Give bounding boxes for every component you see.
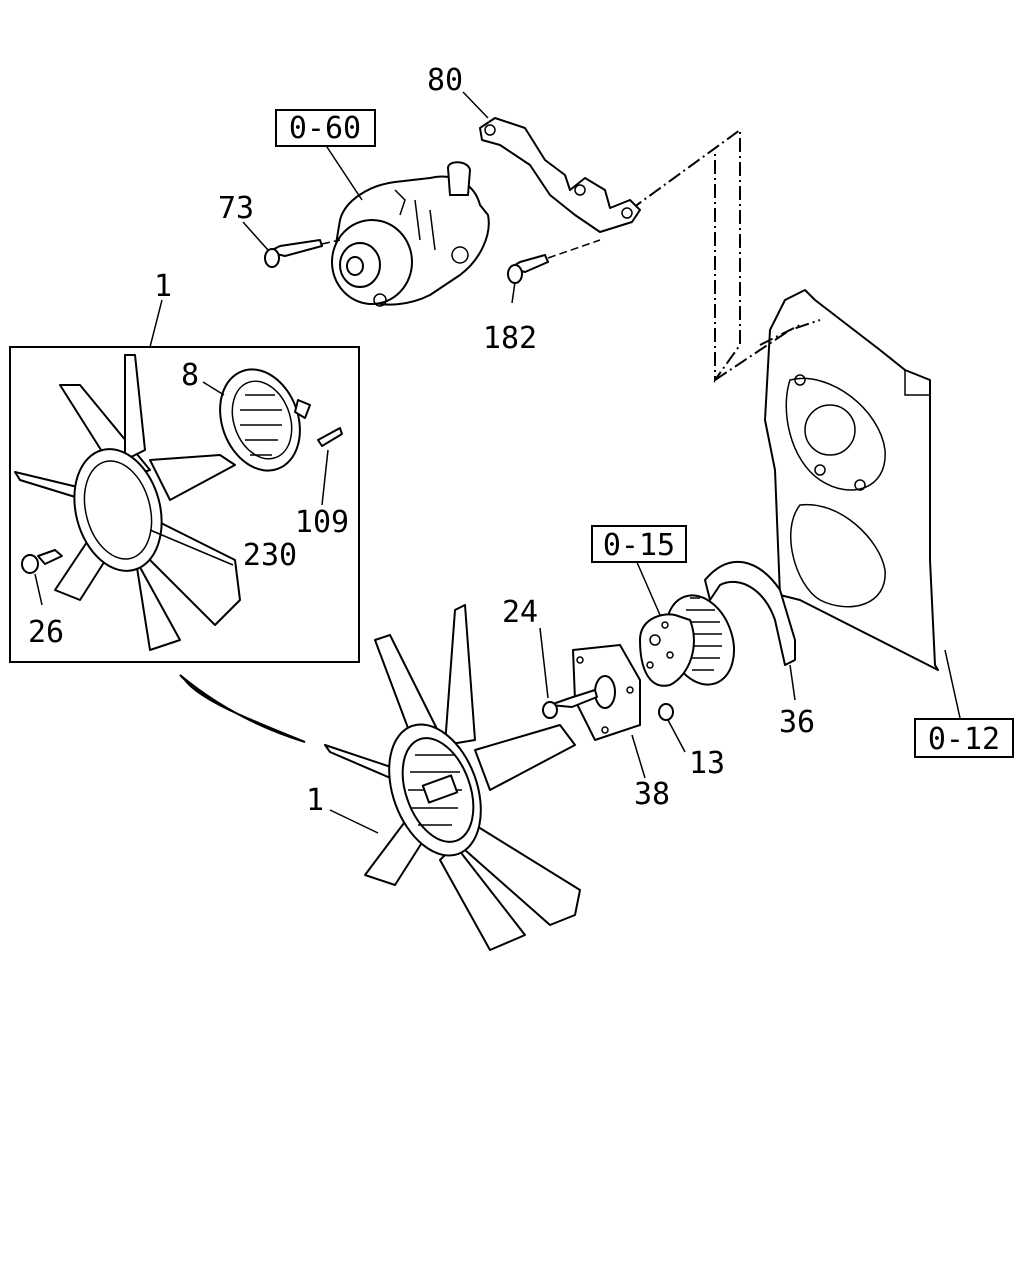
callout-1-detail: 1 (154, 269, 172, 304)
pulley (639, 594, 735, 687)
callout-182: 182 (483, 321, 537, 356)
callout-80: 80 (427, 63, 463, 98)
callout-230: 230 (243, 538, 297, 573)
ref-box-0-12[interactable]: 0-12 (914, 718, 1014, 758)
bolt-182 (507, 239, 601, 284)
callout-1-main: 1 (306, 783, 324, 818)
leader-lines (34, 91, 961, 834)
ref-box-0-15[interactable]: 0-15 (591, 525, 687, 563)
nut-13 (658, 703, 674, 721)
svg-text:0-60: 0-60 (289, 111, 361, 146)
bracket-mount-line (629, 128, 821, 384)
callout-26: 26 (28, 615, 64, 650)
svg-text:0-12: 0-12 (928, 722, 1000, 757)
callout-73: 73 (218, 191, 254, 226)
bolt-73 (264, 239, 341, 268)
svg-text:0-15: 0-15 (603, 528, 675, 563)
callout-8: 8 (181, 358, 199, 393)
fan-detail (14, 354, 343, 651)
callout-38: 38 (634, 777, 670, 812)
ref-box-0-60[interactable]: 0-60 (275, 109, 376, 147)
fan-main (324, 604, 581, 951)
callout-13: 13 (689, 746, 725, 781)
callout-109: 109 (295, 505, 349, 540)
callout-24: 24 (502, 595, 538, 630)
spacer-plate-38 (572, 644, 641, 741)
callout-36: 36 (779, 705, 815, 740)
bracket-80 (479, 117, 641, 233)
bolt-24 (542, 689, 598, 719)
belt-cover-36 (704, 561, 796, 666)
detail-arrow (179, 674, 306, 743)
power-steering-pump (331, 161, 490, 307)
engine-front-cover (764, 289, 939, 671)
